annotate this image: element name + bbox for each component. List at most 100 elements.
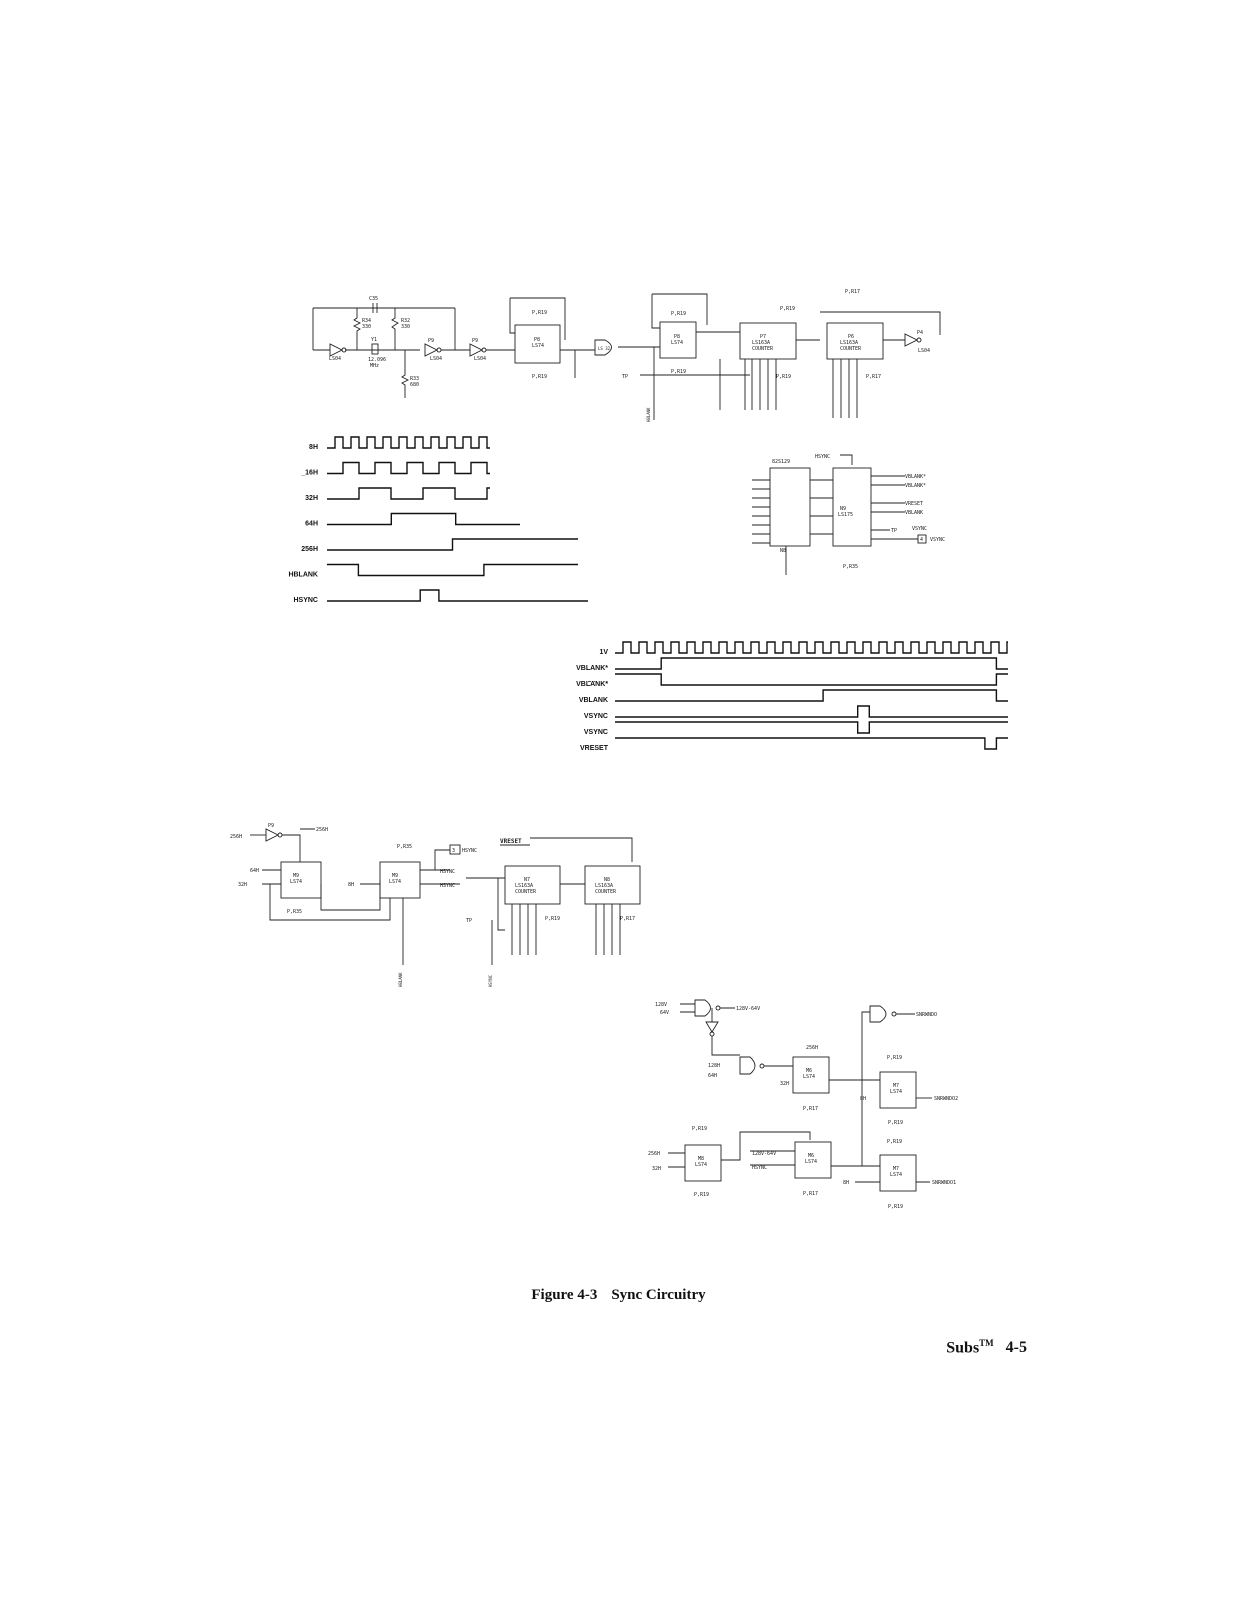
m7b-pr-b: P,R19 bbox=[888, 1204, 903, 1210]
m7a-type: LS74 bbox=[890, 1089, 902, 1095]
waveform-2 bbox=[615, 673, 1008, 686]
prom-latch-section: HSYNC 82S129 N8 N9 LS175 P,R35 VBLANK* V… bbox=[752, 454, 945, 575]
latch-id: N9 bbox=[840, 506, 846, 512]
r34-label: R34 bbox=[362, 318, 371, 324]
in-64h: 64H bbox=[250, 868, 259, 874]
p6-pr-label-b: P,R17 bbox=[866, 374, 881, 380]
timing-label-6: HSYNC bbox=[293, 597, 318, 604]
osc-p9-b-label: P9 bbox=[472, 338, 478, 344]
p7-counter-label: COUNTER bbox=[752, 346, 774, 352]
m9a-pr-label: P,R35 bbox=[287, 909, 302, 915]
m7a-id: M7 bbox=[893, 1083, 899, 1089]
timing-label-2: 32H bbox=[305, 495, 318, 502]
p8-pr-label-b: P,R19 bbox=[532, 374, 547, 380]
m6a-id: M6 bbox=[806, 1068, 812, 1074]
m8-in-32h: 32H bbox=[652, 1166, 661, 1172]
p8-id: P8 bbox=[534, 337, 540, 343]
latch-pr-label: P,R35 bbox=[843, 564, 858, 570]
hsync-vlabel-mid: HSYNC bbox=[488, 974, 493, 987]
out-vsync-b: VSYNC bbox=[930, 537, 945, 543]
p8b-id: P8 bbox=[674, 334, 680, 340]
m9a-type: LS74 bbox=[290, 879, 302, 885]
m7a-in-8h: 8H bbox=[860, 1096, 866, 1102]
figure-title: Sync Circuitry bbox=[611, 1287, 706, 1303]
in-32h: 32H bbox=[238, 882, 247, 888]
prom-id: N8 bbox=[780, 548, 786, 554]
p6-counter: P,R17 P6 LS163A COUNTER P,R17 P4 LS04 bbox=[820, 289, 941, 418]
p8b-type: LS74 bbox=[671, 340, 683, 346]
osc-p9-a-label: P9 bbox=[428, 338, 434, 344]
hsync-out-a: HSYNC bbox=[462, 848, 477, 854]
ls32-label: LS 32 bbox=[598, 346, 611, 351]
m6a-type: LS74 bbox=[803, 1074, 815, 1080]
osc-ls04c-label: LS04 bbox=[474, 356, 486, 362]
p8-type: LS74 bbox=[532, 343, 544, 349]
m9b-id: M9 bbox=[392, 873, 398, 879]
n6-pr-label: P,R17 bbox=[620, 916, 635, 922]
oscillator-section: C35 R34 330 R32 330 Y1 12.096 MHz R33 68… bbox=[312, 296, 515, 398]
m9a-id: M9 bbox=[293, 873, 299, 879]
hsync-out-b: HSYNC bbox=[440, 869, 455, 875]
timing-label-6: VRESET bbox=[580, 745, 609, 752]
waveform-6 bbox=[327, 589, 588, 602]
crystal-freq: 12.096 bbox=[368, 357, 386, 363]
m7b-in-8h: 8H bbox=[843, 1180, 849, 1186]
p8b-pr-label: P,R19 bbox=[671, 311, 686, 317]
m7b-type: LS74 bbox=[890, 1172, 902, 1178]
footer-product: Subs bbox=[946, 1339, 980, 1357]
m6b-type: LS74 bbox=[805, 1159, 817, 1165]
out-vblank-star-b: VBLANK* bbox=[905, 483, 926, 489]
out-128v-64v: 128V-64V bbox=[736, 1006, 760, 1012]
in-128v: 128V bbox=[655, 1002, 667, 1008]
m9b-pr-label: P,R35 bbox=[397, 844, 412, 850]
m6a-in: 256H bbox=[806, 1045, 818, 1051]
prom-part: 82S129 bbox=[772, 459, 790, 465]
p7-type: LS163A bbox=[752, 340, 770, 346]
m9b-in-8h: 8H bbox=[348, 882, 354, 888]
waveform-5 bbox=[615, 721, 1008, 734]
p8b-pr-label-b: P,R19 bbox=[671, 369, 686, 375]
m8-pr: P,R19 bbox=[692, 1126, 707, 1132]
out-tp: TP bbox=[891, 528, 897, 534]
vreset-bus-label: VRESET bbox=[500, 838, 522, 845]
latch-type: LS175 bbox=[838, 512, 853, 518]
m6b-in-128v-64v: 128V-64V bbox=[752, 1151, 776, 1157]
out-vblank: VBLANK bbox=[905, 510, 923, 516]
p8b-flipflop: P,R19 P8 LS74 P,R19 TP HBLANK bbox=[622, 293, 750, 422]
waveform-4 bbox=[615, 705, 1008, 718]
out-256h-bar: 256H bbox=[316, 827, 328, 833]
waveform-4 bbox=[327, 538, 578, 551]
crystal-label: Y1 bbox=[371, 337, 377, 343]
m6a-pr: P,R17 bbox=[803, 1106, 818, 1112]
tp-label-top: TP bbox=[622, 374, 628, 380]
out-vsync: VSYNC bbox=[912, 526, 927, 532]
timing-label-0: 8H bbox=[309, 444, 318, 451]
hblank-vlabel-mid: HBLANK bbox=[398, 972, 403, 987]
waveform-1 bbox=[327, 461, 490, 475]
m7a-pr: P,R19 bbox=[887, 1055, 902, 1061]
figure-caption: Figure 4-3 Sync Circuitry bbox=[0, 1287, 1237, 1304]
timing-label-2: VBLANK* bbox=[576, 681, 608, 688]
m7b-id: M7 bbox=[893, 1166, 899, 1172]
timing-label-4: VSYNC bbox=[584, 713, 608, 720]
n6-id: N8 bbox=[604, 877, 610, 883]
timing-label-3: VBLANK bbox=[579, 697, 608, 704]
ls32-gate: LS 32 bbox=[594, 339, 660, 356]
crystal-unit: MHz bbox=[370, 363, 379, 369]
p7-counter: P,R19 P7 LS163A COUNTER P,R19 bbox=[719, 306, 820, 410]
n7-type: LS163A bbox=[515, 883, 533, 889]
in-128h: 128H bbox=[708, 1063, 720, 1069]
figure-number: Figure 4-3 bbox=[531, 1287, 598, 1303]
p7-pr-label: P,R19 bbox=[780, 306, 795, 312]
vsync-box-number: 4 bbox=[920, 537, 923, 543]
footer-page-number: 4-5 bbox=[1005, 1339, 1027, 1357]
waveform-1 bbox=[615, 657, 1008, 670]
latch-hsync-label: HSYNC bbox=[815, 454, 830, 460]
c35-label: C35 bbox=[369, 296, 378, 302]
out-snrwndo2: SNRWNDO2 bbox=[934, 1096, 958, 1102]
waveform-5 bbox=[327, 563, 578, 577]
r34-value: 330 bbox=[362, 324, 371, 330]
